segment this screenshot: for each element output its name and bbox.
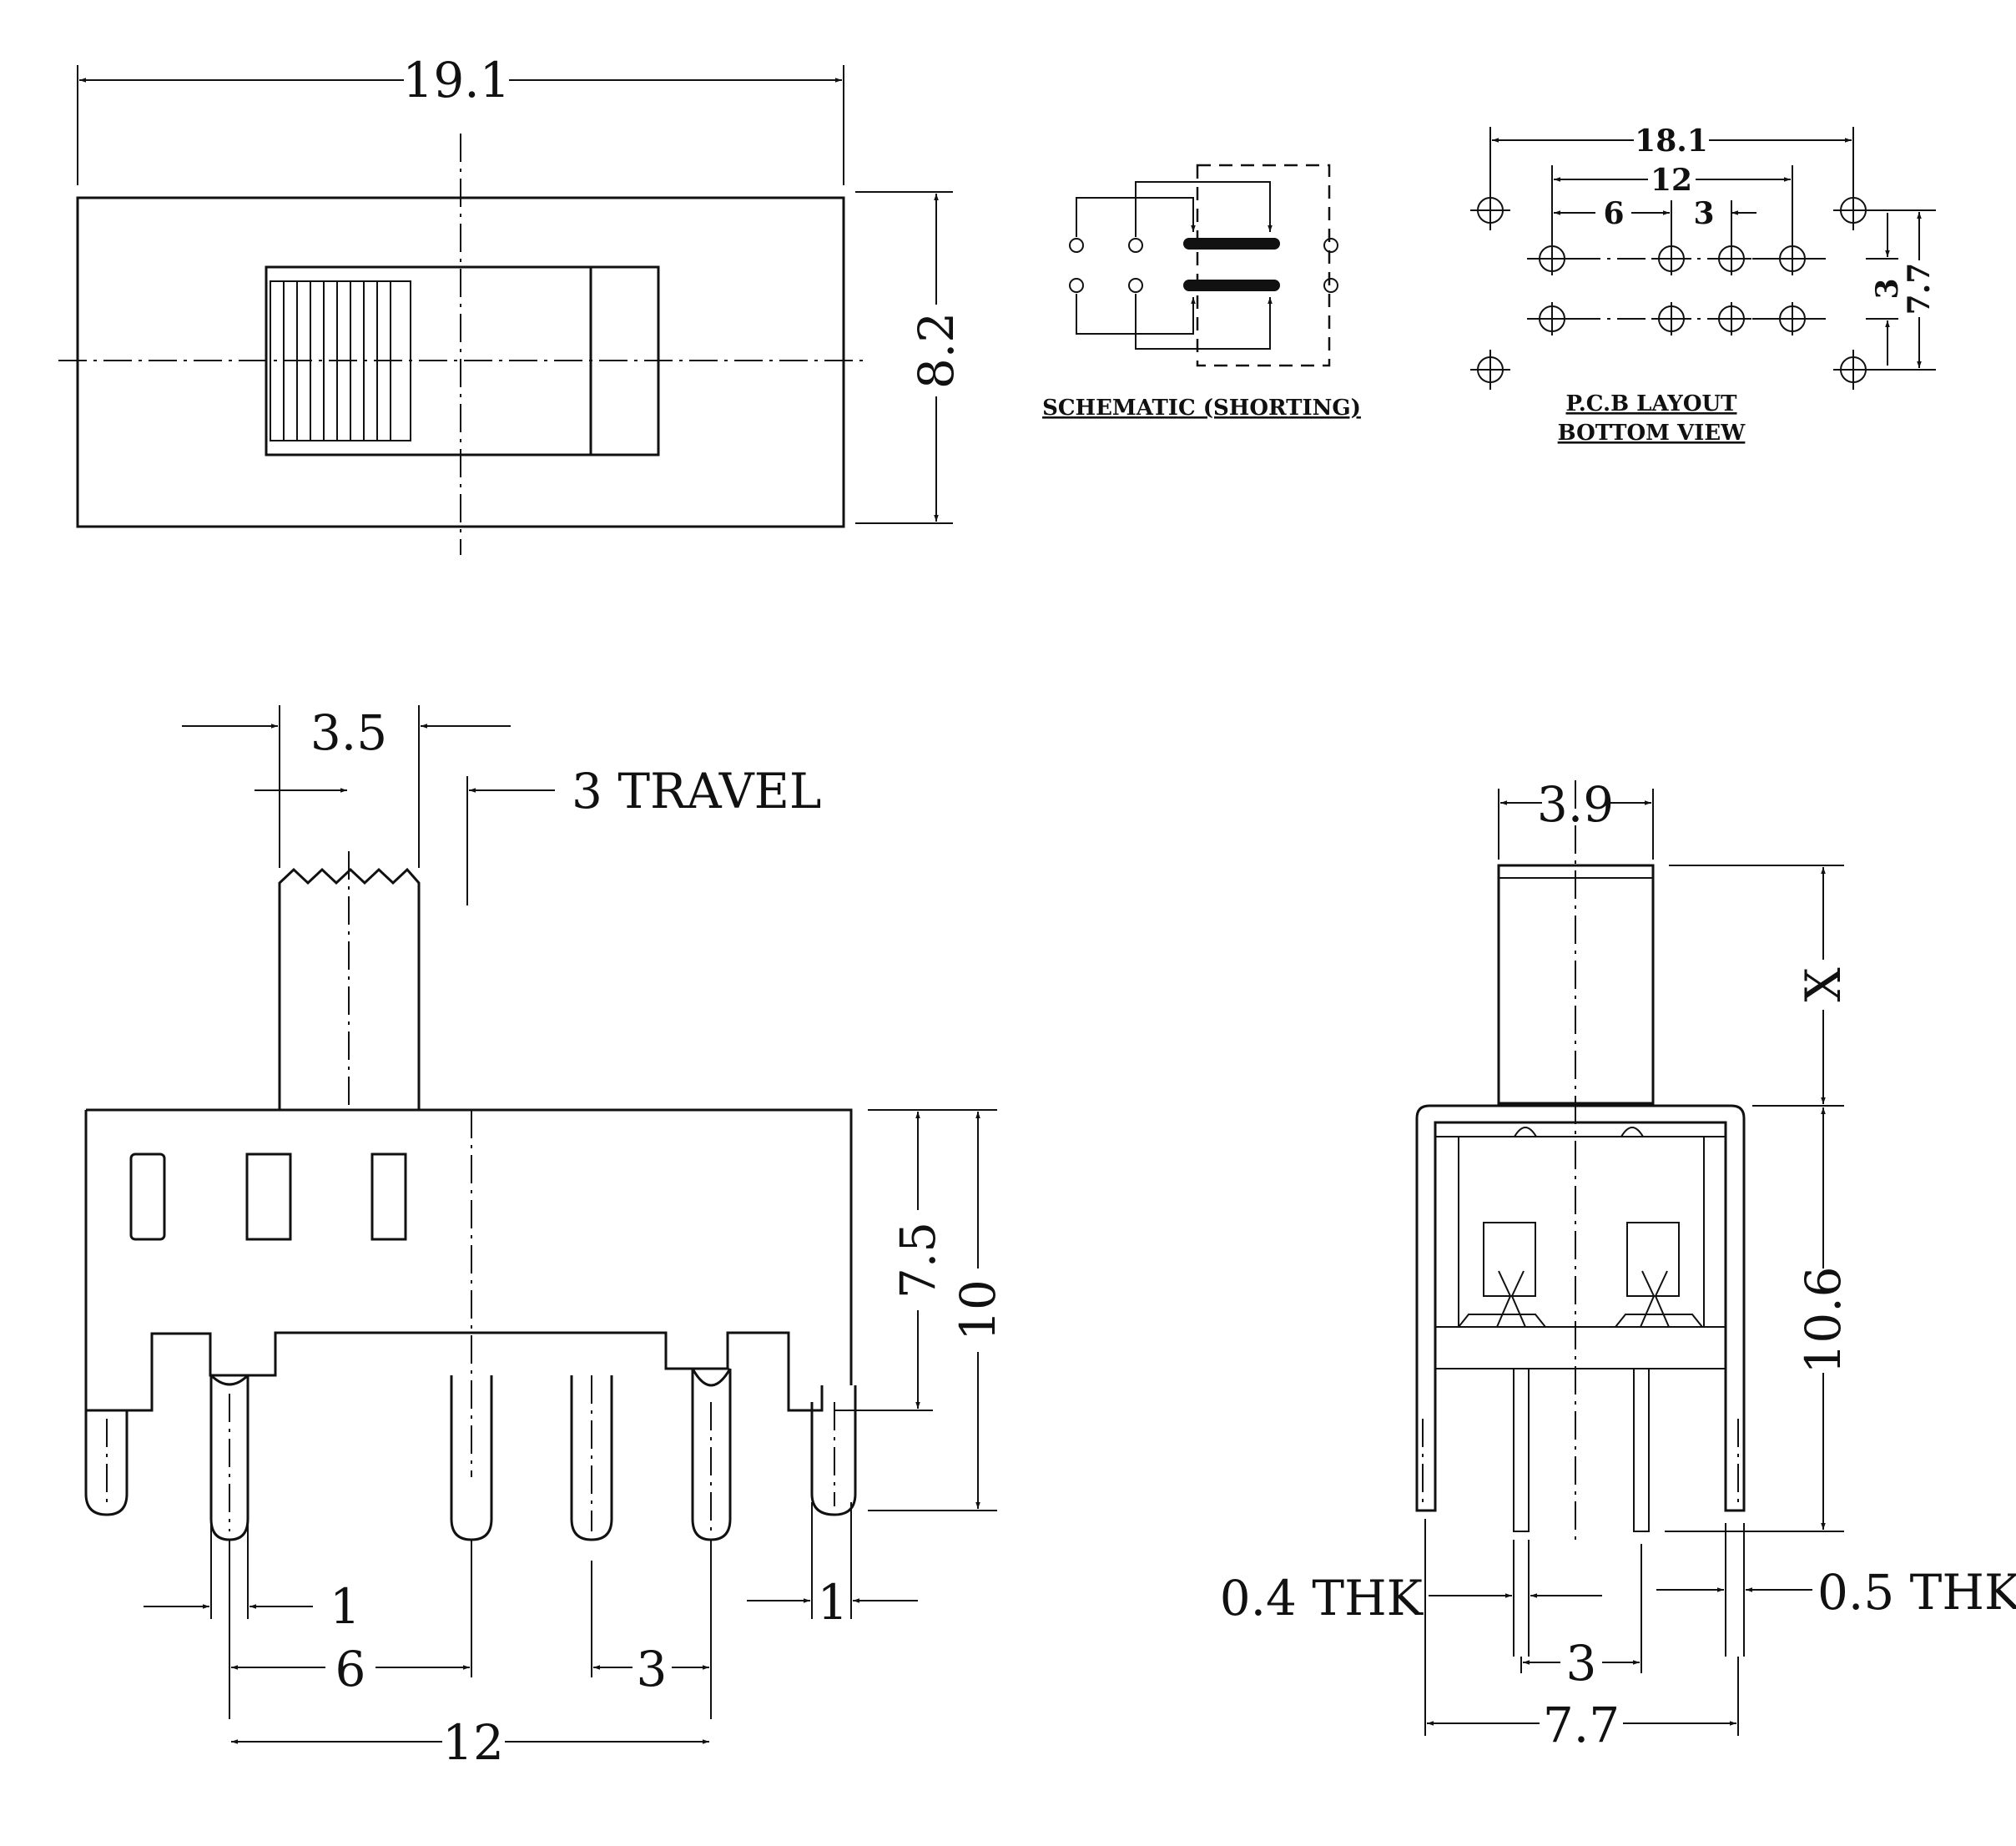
front-actuator-width-label: 3.5	[310, 704, 387, 761]
side-pin-thk-left-label: 0.4 THK	[1220, 1570, 1424, 1627]
front-actuator	[278, 867, 421, 1110]
pcb-pitch-left-label: 6	[1603, 196, 1624, 231]
side-actuator-height-label: X	[1795, 967, 1852, 1002]
side-body-height-label: 10.6	[1795, 1266, 1852, 1374]
pcb-caption-line2: BOTTOM VIEW	[1558, 421, 1746, 446]
pcb-pin-pads	[1532, 242, 1812, 335]
side-pin-right	[1633, 1368, 1650, 1532]
top-view-height-label: 8.2	[908, 312, 965, 389]
front-total-height-label: 10	[950, 1279, 1006, 1341]
front-window-2	[245, 1152, 292, 1241]
schematic-slider-outline	[1196, 164, 1331, 367]
schematic-caption: SCHEMATIC (SHORTING)	[1042, 396, 1361, 421]
pcb-caption-line1: P.C.B LAYOUT	[1565, 391, 1737, 416]
front-body-height-label: 7.5	[890, 1222, 946, 1299]
schematic-wiring	[1076, 181, 1273, 350]
front-pin-width-right-label: 1	[818, 1574, 849, 1631]
pcb-mounting-holes	[1470, 190, 1873, 390]
pcb-mount-spacing-label: 7.7	[1902, 263, 1937, 315]
front-pin-3	[570, 1375, 613, 1541]
front-span-12-label: 12	[442, 1714, 504, 1771]
front-leg-right	[810, 1385, 857, 1516]
front-travel-label: 3 TRAVEL	[572, 763, 821, 820]
front-base-steps	[86, 1331, 824, 1412]
pcb-pitch-right-label: 3	[1693, 196, 1714, 231]
side-frame	[1415, 1104, 1746, 1512]
pcb-row-spacing-label: 3	[1870, 278, 1905, 299]
side-pin-pitch-label: 3	[1566, 1635, 1597, 1692]
side-view: 3.9 X 10.6 0.4 THK 0.5 THK 3 7.	[1220, 776, 2016, 1753]
side-contacts	[1458, 1222, 1703, 1328]
front-pitch-6-label: 6	[335, 1641, 366, 1697]
front-window-3	[370, 1152, 407, 1241]
side-pin-thk-right-label: 0.5 THK	[1817, 1564, 2016, 1621]
side-housing	[1434, 1122, 1726, 1369]
schematic: SCHEMATIC (SHORTING)	[1042, 164, 1361, 421]
schematic-terminals	[1069, 238, 1338, 293]
side-actuator-width-label: 3.9	[1537, 776, 1614, 833]
pcb-pitch-outer-label: 12	[1651, 163, 1692, 198]
pcb-overall-label: 18.1	[1635, 124, 1708, 159]
pcb-layout: 18.1 12 6 3 3 7.7 P.C.B LAYOUT BOTTOM VI…	[1470, 124, 1937, 446]
front-pin-width-left-label: 1	[330, 1578, 360, 1635]
side-pin-left	[1513, 1368, 1530, 1532]
front-body-outline	[86, 1108, 853, 1385]
front-leg-left	[84, 1410, 129, 1516]
front-pitch-3-label: 3	[637, 1641, 668, 1697]
side-overall-width-label: 7.7	[1543, 1697, 1620, 1753]
front-window-1	[129, 1152, 166, 1241]
front-view: 3.5 3 TRAVEL 7.5 10 1 1 6	[84, 704, 1006, 1771]
top-view: 19.1 8.2	[58, 52, 965, 555]
top-view-width-label: 19.1	[402, 52, 510, 108]
